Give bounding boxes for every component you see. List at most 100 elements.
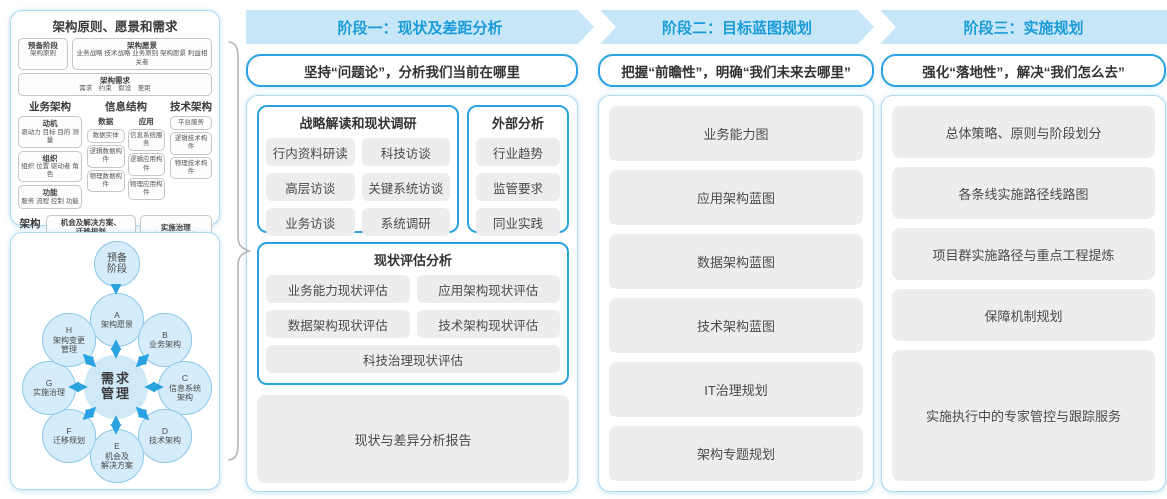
adm-node-a: A 架构愿景 <box>90 293 144 347</box>
motivation-box: 动机 驱动力 目标 目的 测量 <box>18 116 82 148</box>
organization-sub: 组织 位置 驱动者 角色 <box>21 163 79 179</box>
gap-analysis-report-box: 现状与差异分析报告 <box>257 395 569 483</box>
architecture-requirements-box: 架构需求 需求 约束 假设 差距 <box>18 72 212 97</box>
application-subcolumn: 应用 信息系统服务 逻辑应用构件 物理应用构件 <box>127 116 165 202</box>
principles-panel-title: 架构原则、愿景和需求 <box>52 20 178 34</box>
item-program-path-key-projects: 项目群实施路径与重点工程提炼 <box>892 228 1155 280</box>
motivation-sub: 驱动力 目标 目的 测量 <box>21 128 79 144</box>
information-structure-column: 信息结构 数据 数据实体 逻辑数据构件 物理数据构件 应用 信息系统服务 逻辑应… <box>87 99 165 212</box>
phase-3-subtitle: 强化“落地性”，解决“我们怎么去” <box>881 54 1166 87</box>
data-subcolumn: 数据 数据实体 逻辑数据构件 物理数据构件 <box>87 116 125 202</box>
prelim-title: 预备阶段 <box>28 41 58 50</box>
logical-tech-component-box: 逻辑技术构件 <box>170 132 212 155</box>
adm-node-c: C 信息系统 架构 <box>158 361 212 415</box>
adm-node-h-id: H <box>65 324 73 335</box>
item-it-governance-planning: IT治理规划 <box>609 362 863 417</box>
physical-data-component-box: 物理数据构件 <box>87 169 125 192</box>
adm-node-b-label: 业务架构 <box>149 340 181 350</box>
adm-node-f-id: F <box>66 425 72 436</box>
function-box: 功能 服务 流程 控制 功能 <box>18 185 82 209</box>
item-industry-material-reading: 行内资料研读 <box>266 138 355 166</box>
architecture-vision-box: 架构愿景 业务战略 技术战略 业务原则 架构愿景 利益相关者 <box>72 38 212 70</box>
platform-service-box: 平台服务 <box>170 116 212 131</box>
data-entity-box: 数据实体 <box>87 129 125 144</box>
item-tech-interview: 科技访谈 <box>361 138 450 166</box>
item-business-interview: 业务访谈 <box>266 208 355 236</box>
adm-node-preliminary: 预备 阶段 <box>94 241 140 287</box>
item-application-architecture-blueprint: 应用架构蓝图 <box>609 170 863 225</box>
adm-cycle-panel: 预备 阶段 A 架构愿景 B 业务架构 C 信息系统 架构 D 技术架构 E 机… <box>10 232 220 490</box>
assessment-title: 现状评估分析 <box>373 253 452 268</box>
item-data-architecture-blueprint: 数据架构蓝图 <box>609 234 863 289</box>
phase-2-header: 阶段二：目标蓝图规划 <box>600 10 874 44</box>
item-technology-architecture-assessment: 技术架构现状评估 <box>416 310 560 338</box>
phase-3-content-panel: 总体策略、原则与阶段划分 各条线实施路径线路图 项目群实施路径与重点工程提炼 保… <box>881 95 1166 492</box>
technology-architecture-column: 技术架构 平台服务 逻辑技术构件 物理技术构件 <box>170 99 212 212</box>
function-sub: 服务 流程 控制 功能 <box>21 197 79 205</box>
adm-node-a-label: 架构愿景 <box>101 320 133 330</box>
physical-app-component-box: 物理应用构件 <box>127 177 165 200</box>
phase-1-header: 阶段一：现状及差距分析 <box>246 10 594 44</box>
adm-node-requirements-management: 需求 管理 <box>84 355 148 419</box>
vision-sub: 业务战略 技术战略 业务原则 架构愿景 利益相关者 <box>76 50 208 66</box>
organization-box: 组织 组织 位置 驱动者 角色 <box>18 150 82 183</box>
motivation-title: 动机 <box>42 119 58 129</box>
strategy-research-title: 战略解读和现状调研 <box>299 116 417 131</box>
vision-title: 架构愿景 <box>127 41 157 50</box>
logical-data-component-box: 逻辑数据构件 <box>87 145 125 168</box>
adm-node-e: E 机会及 解决方案 <box>90 429 144 483</box>
prelim-phase-box: 预备阶段 架构原则 <box>18 38 68 70</box>
adm-node-c-id: C <box>181 372 189 383</box>
requirements-title: 架构需求 <box>100 75 130 85</box>
phase-2-content-panel: 业务能力图 应用架构蓝图 数据架构蓝图 技术架构蓝图 IT治理规划 架构专题规划 <box>598 95 874 492</box>
phase-2-subtitle: 把握“前瞻性”，明确“我们未来去哪里” <box>598 54 874 87</box>
item-application-architecture-assessment: 应用架构现状评估 <box>416 275 560 303</box>
architecture-principles-panel: 架构原则、愿景和需求 预备阶段 架构原则 架构愿景 业务战略 技术战略 业务原则… <box>10 10 220 248</box>
adm-node-c-label: 信息系统 架构 <box>169 383 201 402</box>
item-overall-strategy-principles: 总体策略、原则与阶段划分 <box>892 106 1155 158</box>
item-architecture-special-planning: 架构专题规划 <box>609 426 863 481</box>
information-structure-title: 信息结构 <box>105 101 147 114</box>
opportunities-title: 机会及解决方案、 迁移规划 <box>60 217 121 236</box>
business-architecture-title: 业务架构 <box>29 101 71 114</box>
item-regulatory-requirements: 监管要求 <box>476 173 560 201</box>
item-executive-interview: 高层访谈 <box>266 173 355 201</box>
adm-node-d: D 技术架构 <box>138 409 192 463</box>
data-subtitle: 数据 <box>98 117 114 127</box>
adm-node-g-id: G <box>45 377 53 388</box>
prelim-vision-row: 预备阶段 架构原则 架构愿景 业务战略 技术战略 业务原则 架构愿景 利益相关者 <box>18 38 212 70</box>
external-analysis-box: 外部分析 行业趋势 监管要求 同业实践 <box>467 105 569 236</box>
requirements-sub: 需求 约束 假设 差距 <box>79 85 151 92</box>
adm-node-e-id: E <box>114 440 120 451</box>
adm-node-e-label: 机会及 解决方案 <box>101 451 133 470</box>
function-title: 功能 <box>42 188 58 198</box>
phase-3-header: 阶段三：实施规划 <box>880 10 1167 44</box>
physical-tech-component-box: 物理技术构件 <box>170 156 212 179</box>
external-analysis-title: 外部分析 <box>491 116 544 131</box>
brace-connector <box>228 41 252 461</box>
adm-node-d-id: D <box>161 425 169 436</box>
adm-node-d-label: 技术架构 <box>149 436 181 446</box>
item-it-governance-assessment: 科技治理现状评估 <box>266 345 560 373</box>
business-architecture-column: 业务架构 动机 驱动力 目标 目的 测量 组织 组织 位置 驱动者 角色 功能 … <box>18 99 82 212</box>
info-system-service-box: 信息系统服务 <box>127 129 165 152</box>
application-subtitle: 应用 <box>138 117 154 127</box>
adm-node-g: G 实施治理 <box>22 361 76 415</box>
technology-architecture-title: 技术架构 <box>170 101 212 114</box>
phase-1-content-panel: 战略解读和现状调研 行内资料研读 科技访谈 高层访谈 关键系统访谈 业务访谈 系… <box>246 95 578 492</box>
adm-node-g-label: 实施治理 <box>33 388 65 398</box>
adm-node-a-id: A <box>114 309 120 320</box>
item-peer-practice: 同业实践 <box>476 208 560 236</box>
adm-node-h: H 架构变更 管理 <box>42 313 96 367</box>
architecture-columns: 业务架构 动机 驱动力 目标 目的 测量 组织 组织 位置 驱动者 角色 功能 … <box>18 99 212 212</box>
item-key-system-interview: 关键系统访谈 <box>361 173 450 201</box>
item-business-capability-map: 业务能力图 <box>609 106 863 161</box>
item-data-architecture-assessment: 数据架构现状评估 <box>266 310 410 338</box>
item-system-research: 系统调研 <box>361 208 450 236</box>
item-safeguard-mechanism-planning: 保障机制规划 <box>892 289 1155 341</box>
phase-1-subtitle: 坚持“问题论”，分析我们当前在哪里 <box>246 54 578 87</box>
item-technology-architecture-blueprint: 技术架构蓝图 <box>609 298 863 353</box>
item-line-implementation-roadmap: 各条线实施路径线路图 <box>892 167 1155 219</box>
adm-node-b: B 业务架构 <box>138 313 192 367</box>
organization-title: 组织 <box>42 153 58 163</box>
